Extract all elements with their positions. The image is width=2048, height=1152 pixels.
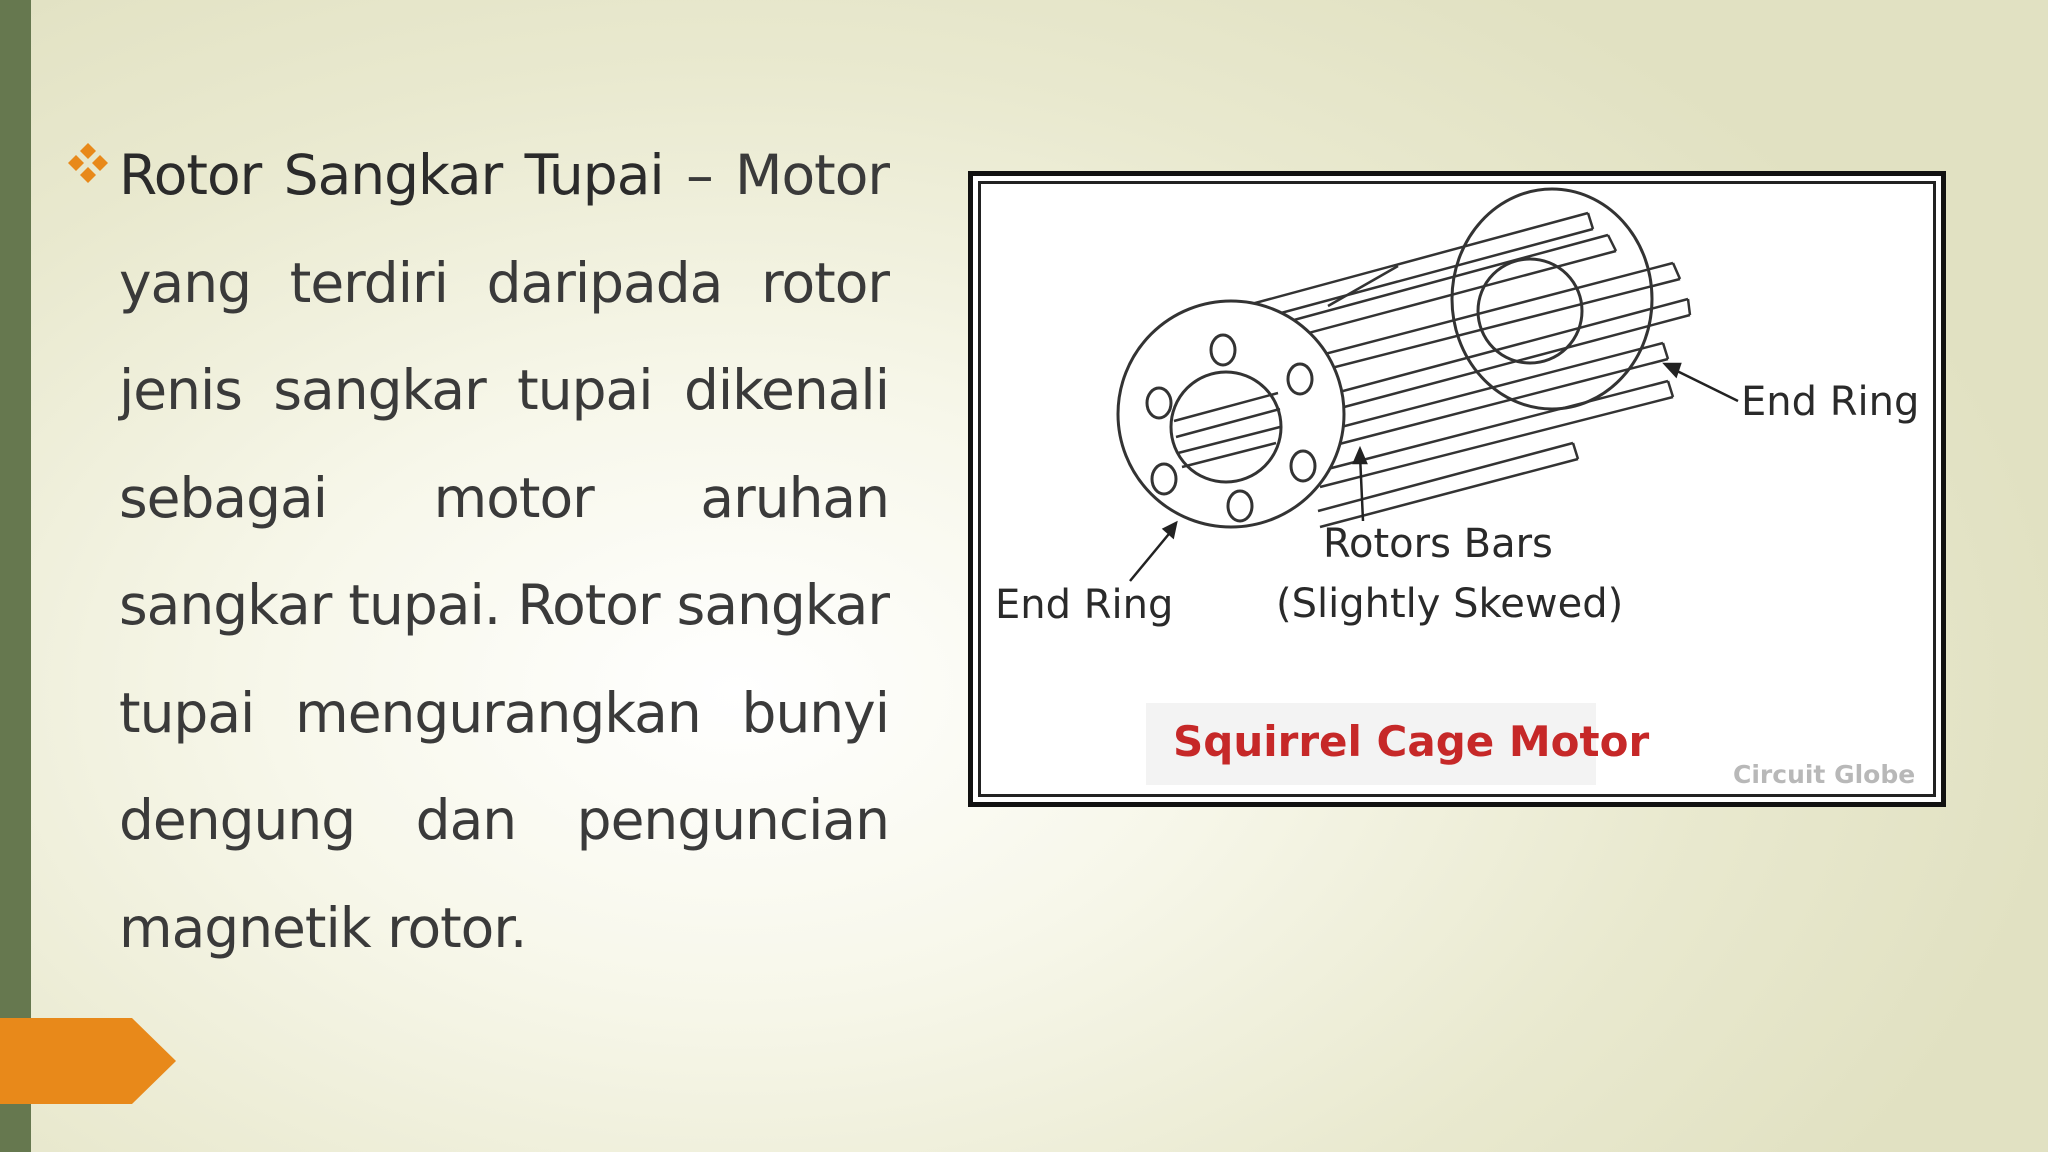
watermark: Circuit Globe bbox=[1733, 760, 1915, 789]
rear-shaft-hole bbox=[1476, 257, 1584, 365]
bullet-paragraph: Rotor Sangkar Tupai – Motor yang terdiri… bbox=[119, 122, 890, 982]
front-bar-ends bbox=[1173, 391, 1281, 469]
left-accent-bar bbox=[0, 0, 31, 1152]
diagram-caption: Squirrel Cage Motor bbox=[1173, 717, 1649, 766]
orange-arrow-tab bbox=[0, 1018, 176, 1104]
label-end-ring-left: End Ring bbox=[995, 582, 1173, 628]
label-rotor-bars: Rotors Bars bbox=[1323, 521, 1553, 567]
label-rotor-bars-skewed: (Slightly Skewed) bbox=[1276, 581, 1623, 627]
label-end-ring-right: End Ring bbox=[1741, 379, 1919, 425]
four-diamond-bullet-icon bbox=[68, 143, 108, 183]
ring-holes bbox=[1145, 333, 1317, 523]
squirrel-cage-diagram: End Ring End Ring Rotors Bars (Slightly … bbox=[995, 187, 1919, 789]
front-shaft-hole bbox=[1169, 370, 1283, 484]
rear-end-ring bbox=[1450, 187, 1654, 411]
bullet-body: – Motor yang terdiri daripada rotor jeni… bbox=[119, 143, 890, 960]
bullet-heading: Rotor Sangkar Tupai bbox=[119, 143, 665, 207]
diagram-inner-border bbox=[978, 181, 1936, 797]
caption-background bbox=[1146, 703, 1596, 785]
